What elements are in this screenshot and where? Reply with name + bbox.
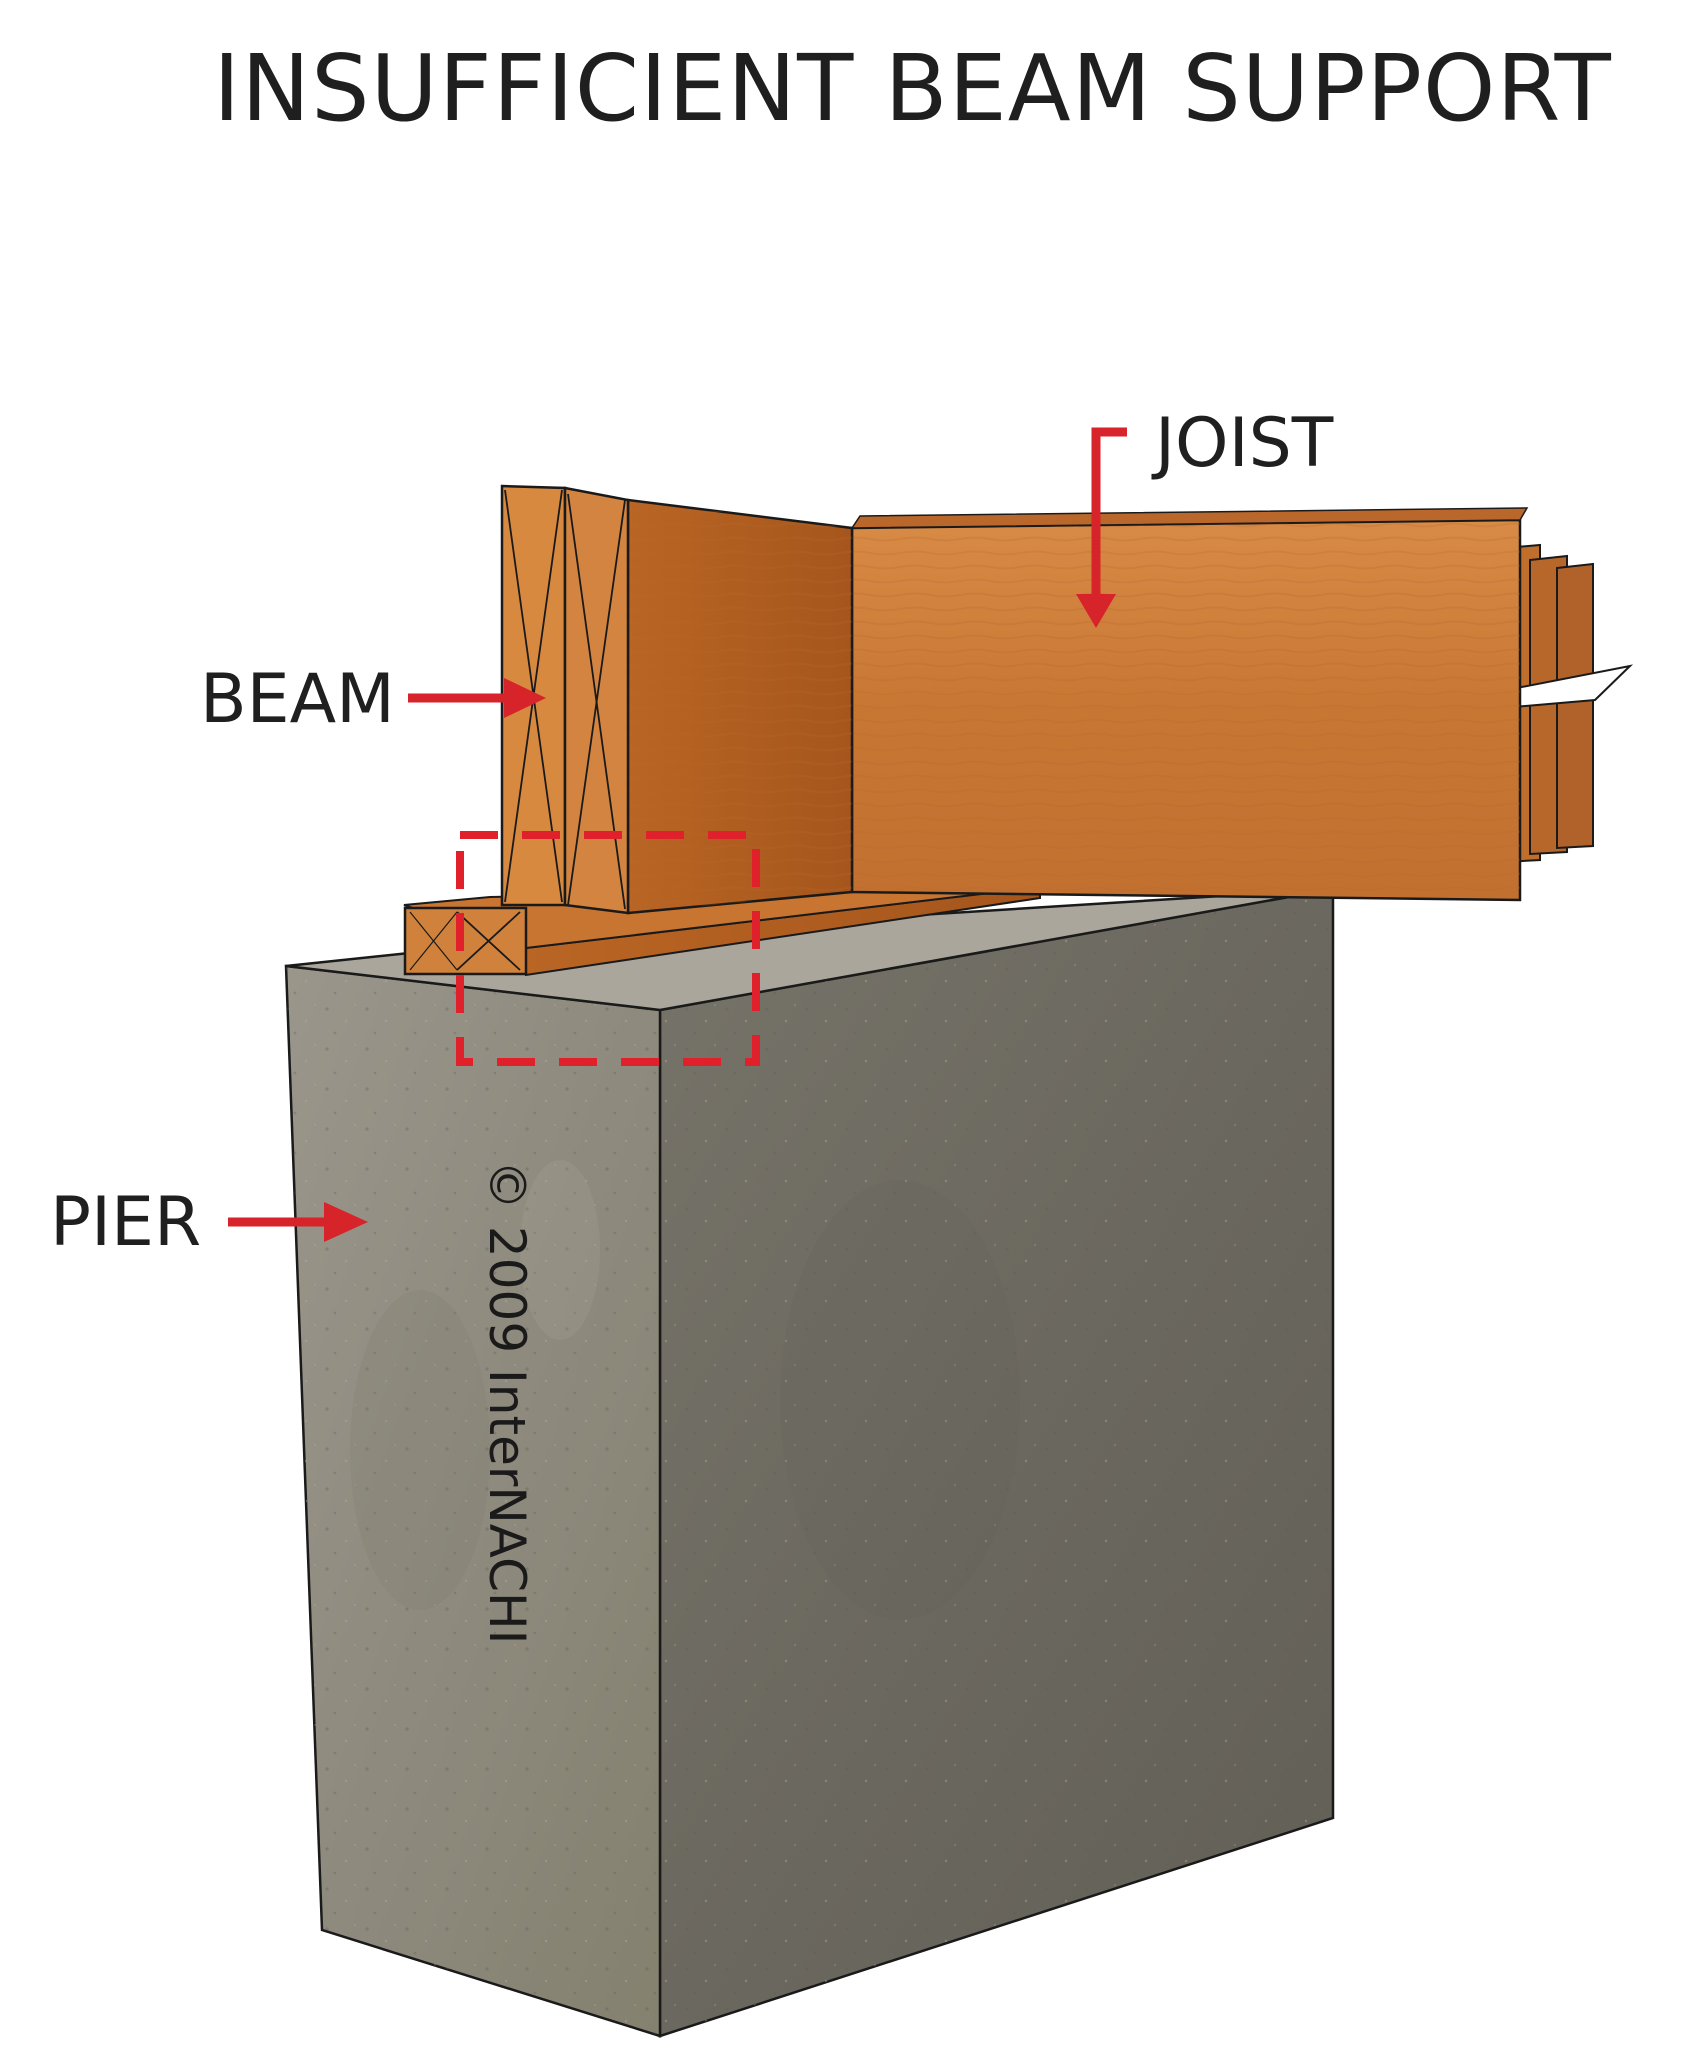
- beam-arrowhead-icon: [504, 678, 546, 718]
- diagram-title: INSUFFICIENT BEAM SUPPORT: [213, 35, 1612, 142]
- joist-callout: JOIST: [1076, 404, 1334, 628]
- beam: [500, 484, 854, 915]
- joist-arrow: [1091, 427, 1127, 598]
- pier-label: PIER: [50, 1183, 201, 1262]
- copyright-notice: © 2009 InterNACHI: [478, 1160, 536, 1644]
- pier: [284, 887, 1335, 2038]
- insufficient-support-highlight-box: [456, 831, 760, 1066]
- joist-label: JOIST: [1151, 404, 1334, 483]
- joist: [850, 507, 1634, 902]
- beam-label: BEAM: [200, 660, 395, 739]
- beam-callout: BEAM: [200, 660, 546, 739]
- joist-arrowhead-icon: [1076, 594, 1116, 628]
- pier-arrowhead-icon: [324, 1202, 368, 1242]
- pier-callout: PIER: [50, 1183, 368, 1262]
